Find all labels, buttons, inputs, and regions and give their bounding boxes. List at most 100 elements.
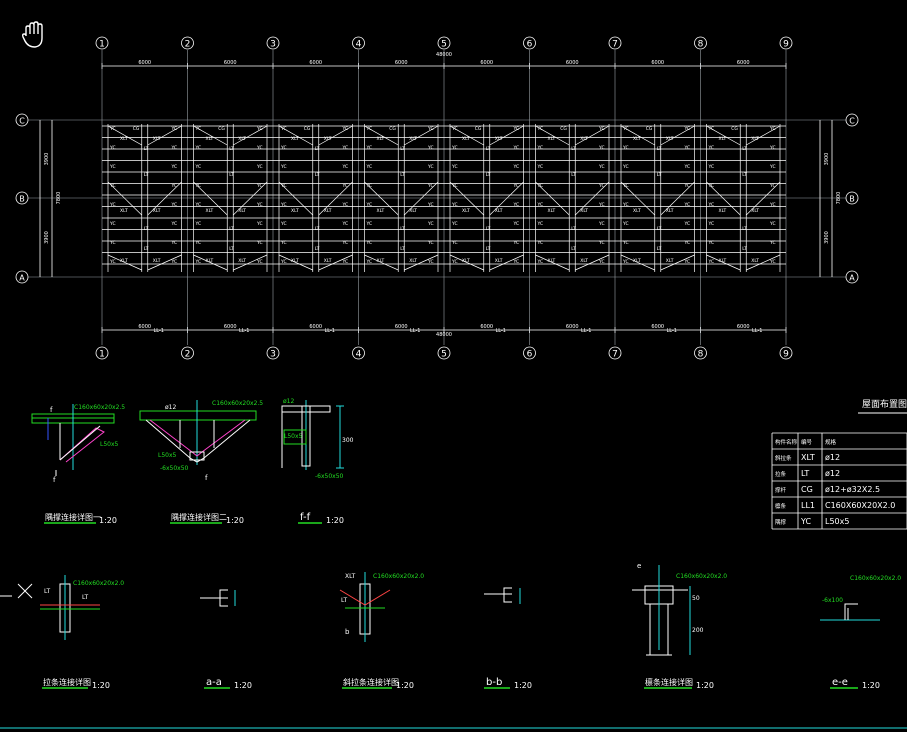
brace-line (364, 254, 399, 271)
brace-line (449, 254, 484, 271)
label-xlt: XLT (666, 258, 674, 264)
hand-pan-icon[interactable] (21, 21, 43, 48)
brace-line (147, 181, 182, 216)
label-yc: YC (684, 126, 691, 132)
label-yc: YC (769, 221, 776, 227)
d1-title: 隅撑连接详图一 (45, 512, 101, 522)
axis-label-5: 5 (441, 350, 447, 360)
label-yc: YC (622, 240, 629, 246)
axis-bubble (523, 346, 536, 360)
axis-bubble (779, 36, 793, 50)
label-lt: LT (400, 246, 405, 252)
d3-purlin-label: C160x60x20x2.0 (73, 580, 124, 587)
label-yc: YC (708, 164, 715, 170)
brace-line (147, 125, 182, 146)
label-xlt: XLT (633, 208, 641, 214)
label-xlt: XLT (120, 258, 128, 264)
label-yc: YC (171, 126, 178, 132)
label-xlt: XLT (580, 136, 588, 142)
label-yc: YC (366, 240, 373, 246)
brace-line (449, 181, 484, 216)
label-xlt: XLT (462, 136, 470, 142)
table-header-cell: 编号 (801, 438, 813, 446)
label-xlt: XLT (291, 208, 299, 214)
label-yc: YC (513, 183, 520, 189)
row2-decor (0, 583, 33, 599)
side-dim-text: 3900 (44, 231, 50, 244)
d1-mark-bottom: f (53, 476, 56, 484)
beam-label: LL-1 (410, 328, 420, 334)
brace-line (147, 254, 182, 271)
axis-label-7: 7 (612, 40, 618, 50)
label-lt: LT (657, 246, 662, 252)
label-yc: YC (256, 126, 263, 132)
brace-line (233, 125, 268, 146)
label-yc: YC (342, 202, 349, 208)
brace-line (318, 254, 353, 271)
label-xlt: XLT (409, 208, 417, 214)
label-cg: CG (218, 126, 225, 132)
label-yc: YC (684, 145, 691, 151)
brace-line (489, 125, 524, 146)
axis-label-B: B (849, 195, 855, 204)
axis-label-9: 9 (783, 40, 789, 50)
label-yc: YC (537, 221, 544, 227)
bay-dim-top: 6000 (480, 60, 493, 66)
label-xlt: XLT (324, 208, 332, 214)
label-lt: LT (229, 226, 234, 232)
label-yc: YC (195, 240, 202, 246)
d5-dim2: 200 (692, 627, 704, 634)
brace-line (193, 254, 228, 271)
label-xlt: XLT (238, 258, 246, 264)
bay-dim-top: 6000 (138, 60, 151, 66)
side-dim-text: 3900 (824, 153, 830, 166)
d5-mark: e (637, 562, 641, 570)
bay-dim-bottom: 6000 (737, 324, 750, 330)
label-xlt: XLT (409, 258, 417, 264)
label-lt: LT (486, 172, 491, 178)
brace-line (660, 125, 695, 146)
label-yc: YC (280, 183, 287, 189)
label-yc: YC (451, 240, 458, 246)
bay-dim-top: 6000 (309, 60, 322, 66)
side-dim-text: 3900 (44, 153, 50, 166)
label-yc: YC (366, 183, 373, 189)
label-yc: YC (109, 145, 116, 151)
aa-scale: 1:20 (234, 681, 252, 690)
axis-label-9: 9 (783, 350, 789, 360)
axis-label-8: 8 (698, 350, 704, 360)
label-xlt: XLT (751, 258, 759, 264)
axis-bubble (352, 36, 365, 50)
label-lt: LT (400, 146, 405, 152)
label-yc: YC (708, 240, 715, 246)
d5-purlin-label: C160x60x20x2.0 (676, 573, 727, 580)
table-cell: 撑杆 (775, 486, 787, 494)
label-lt: LT (315, 172, 320, 178)
label-yc: YC (684, 164, 691, 170)
ff-scale: 1:20 (326, 516, 344, 525)
bay-dim-top: 6000 (224, 60, 237, 66)
label-xlt: XLT (719, 208, 727, 214)
brace-line (746, 125, 781, 146)
label-yc: YC (598, 164, 605, 170)
label-lt: LT (144, 226, 149, 232)
axis-bubble (608, 346, 622, 360)
label-yc: YC (195, 145, 202, 151)
label-yc: YC (598, 183, 605, 189)
label-yc: YC (537, 259, 544, 265)
brace-line (575, 125, 610, 146)
label-yc: YC (622, 221, 629, 227)
label-yc: YC (342, 221, 349, 227)
label-xlt: XLT (719, 258, 727, 264)
brace-line (706, 181, 741, 216)
brace-line (535, 125, 570, 146)
label-lt: LT (400, 172, 405, 178)
label-yc: YC (708, 145, 715, 151)
axis-bubble (437, 346, 451, 360)
d4-rod2: LT (341, 597, 348, 604)
table-cell: ø12+ø32X2.5 (825, 485, 880, 494)
label-xlt: XLT (462, 208, 470, 214)
label-xlt: XLT (238, 208, 246, 214)
